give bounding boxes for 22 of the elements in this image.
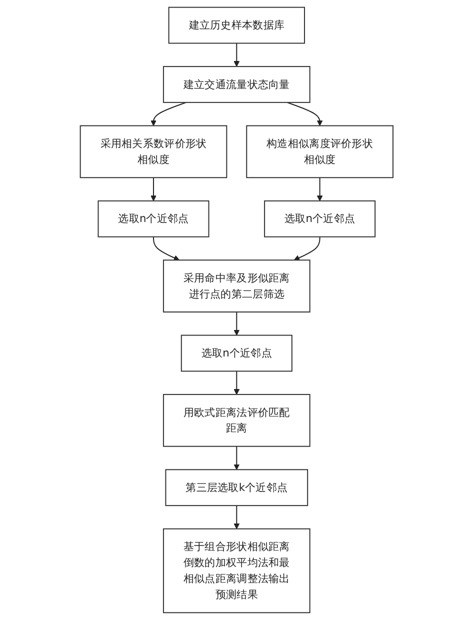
node-box: 采用命中率及形似距离进行点的第二层筛选 [163,260,311,312]
arrow [234,505,240,530]
node-box: 基于组合形状相似距离倒数的加权平均法和最相似点距离调整法输出预测结果 [163,528,311,614]
node-box: 用欧式距离法评价匹配距离 [163,394,311,447]
node-box: 第三层选取k个近邻点 [166,469,308,506]
arrow [234,446,240,470]
arrow [286,102,324,126]
node-box: 选取n个近邻点 [98,200,210,238]
arrow [317,177,324,202]
node-box: 选取n个近邻点 [181,334,293,372]
arrow [234,42,240,67]
arrow [150,102,188,126]
node-box: 建立交通流量状态向量 [163,66,311,103]
arrow [153,236,180,261]
arrow [234,370,240,395]
node-box: 建立历史样本数据库 [168,6,306,44]
arrow [150,177,157,202]
arrow [294,236,321,261]
arrow [234,312,240,336]
node-box: 选取n个近邻点 [264,200,376,238]
node-box: 采用相关系数评价形状相似度 [80,125,228,178]
node-box: 构造相似离度评价形状相似度 [246,125,394,178]
